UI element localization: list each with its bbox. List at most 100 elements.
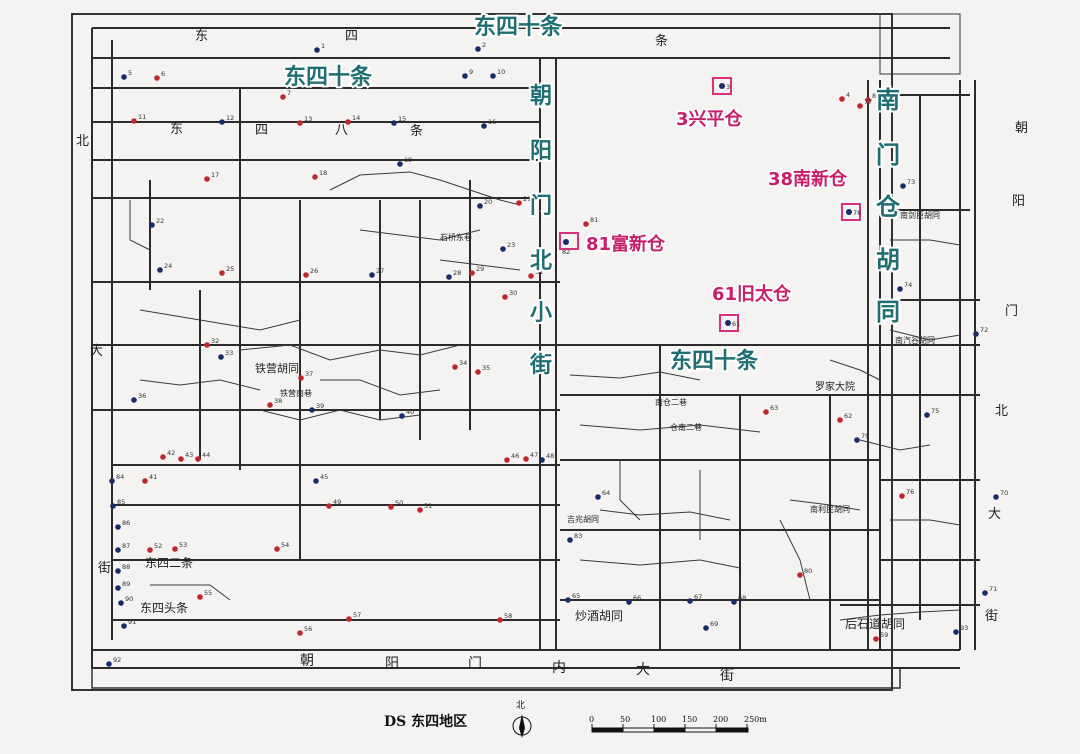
blue-poi-36[interactable]: 36 bbox=[131, 392, 146, 403]
red-poi-32[interactable]: 32 bbox=[204, 337, 219, 348]
blue-poi-83[interactable]: 83 bbox=[567, 532, 582, 543]
blue-poi-89[interactable]: 89 bbox=[115, 580, 130, 591]
blue-poi-75[interactable]: 75 bbox=[924, 407, 939, 418]
blue-poi-15[interactable]: 15 bbox=[391, 115, 406, 126]
red-poi-14[interactable]: 14 bbox=[345, 114, 360, 125]
blue-poi-23[interactable]: 23 bbox=[500, 241, 515, 252]
red-poi-8[interactable]: 8 bbox=[865, 92, 876, 103]
red-poi-7[interactable]: 7 bbox=[280, 89, 291, 100]
blue-poi-9[interactable]: 9 bbox=[462, 68, 473, 79]
blue-poi-24[interactable]: 24 bbox=[157, 262, 172, 273]
blue-poi-87[interactable]: 87 bbox=[115, 542, 130, 553]
blue-poi-1[interactable]: 1 bbox=[314, 42, 325, 53]
red-poi-11[interactable]: 11 bbox=[131, 113, 146, 124]
blue-poi-19[interactable]: 19 bbox=[397, 156, 412, 167]
red-dot bbox=[865, 97, 871, 103]
red-poi-59[interactable]: 59 bbox=[873, 631, 888, 642]
poi-number: 90 bbox=[125, 595, 133, 603]
red-poi-57[interactable]: 57 bbox=[346, 611, 361, 622]
red-poi-21[interactable]: 21 bbox=[516, 195, 531, 206]
blue-poi-40[interactable]: 40 bbox=[399, 408, 414, 419]
blue-poi-84[interactable]: 84 bbox=[109, 473, 124, 484]
red-poi-81[interactable]: 81 bbox=[583, 216, 598, 227]
red-poi-44[interactable]: 44 bbox=[195, 451, 210, 462]
red-poi-29[interactable]: 29 bbox=[469, 265, 484, 276]
blue-poi-27[interactable]: 27 bbox=[369, 267, 384, 278]
blue-poi-69[interactable]: 69 bbox=[703, 620, 718, 631]
blue-poi-92[interactable]: 92 bbox=[106, 656, 121, 667]
red-poi-60[interactable]: 60 bbox=[877, 312, 892, 323]
blue-poi-93[interactable]: 93 bbox=[953, 624, 968, 635]
red-poi-49[interactable]: 49 bbox=[326, 498, 341, 509]
red-poi-51[interactable]: 51 bbox=[417, 502, 432, 513]
blue-poi-64[interactable]: 64 bbox=[595, 489, 610, 500]
blue-poi-16[interactable]: 16 bbox=[481, 118, 496, 129]
red-poi-50[interactable]: 50 bbox=[388, 499, 403, 510]
blue-poi-73[interactable]: 73 bbox=[900, 178, 915, 189]
red-poi-25[interactable]: 25 bbox=[219, 265, 234, 276]
red-poi-54[interactable]: 54 bbox=[274, 541, 289, 552]
granary-marker-fuxin[interactable]: 82 bbox=[559, 232, 579, 256]
blue-poi-28[interactable]: 28 bbox=[446, 269, 461, 280]
blue-poi-12[interactable]: 12 bbox=[219, 114, 234, 125]
red-poi-26[interactable]: 26 bbox=[303, 267, 318, 278]
granary-marker-nanxin[interactable]: 78 bbox=[841, 203, 861, 221]
red-poi-46[interactable]: 46 bbox=[504, 452, 519, 463]
blue-poi-68[interactable]: 68 bbox=[731, 594, 746, 605]
red-dot bbox=[475, 369, 481, 375]
red-poi-55[interactable]: 55 bbox=[197, 589, 212, 600]
red-poi-6[interactable]: 6 bbox=[154, 70, 165, 81]
blue-poi-85[interactable]: 85 bbox=[110, 498, 125, 509]
red-poi-18[interactable]: 18 bbox=[312, 169, 327, 180]
blue-poi-10[interactable]: 10 bbox=[490, 68, 505, 79]
red-poi-38[interactable]: 38 bbox=[267, 397, 282, 408]
blue-poi-90[interactable]: 90 bbox=[118, 595, 133, 606]
blue-poi-39[interactable]: 39 bbox=[309, 402, 324, 413]
red-poi-77[interactable]: 77 bbox=[857, 98, 872, 109]
blue-poi-74[interactable]: 74 bbox=[897, 281, 912, 292]
red-poi-43[interactable]: 43 bbox=[178, 451, 193, 462]
granary-marker-jiutai[interactable]: 61 bbox=[719, 314, 740, 332]
blue-poi-66[interactable]: 66 bbox=[626, 594, 641, 605]
blue-poi-70[interactable]: 70 bbox=[993, 489, 1008, 500]
red-poi-37[interactable]: 37 bbox=[298, 370, 313, 381]
blue-poi-2[interactable]: 2 bbox=[475, 41, 486, 52]
red-poi-35[interactable]: 35 bbox=[475, 364, 490, 375]
red-poi-4[interactable]: 4 bbox=[839, 91, 850, 102]
scale-tick-label: 0 bbox=[589, 715, 594, 724]
red-poi-53[interactable]: 53 bbox=[172, 541, 187, 552]
red-poi-47[interactable]: 47 bbox=[523, 451, 538, 462]
red-poi-30[interactable]: 30 bbox=[502, 289, 517, 300]
blue-poi-79[interactable]: 79 bbox=[854, 432, 869, 443]
blue-poi-22[interactable]: 22 bbox=[149, 217, 164, 228]
red-poi-63[interactable]: 63 bbox=[763, 404, 778, 415]
red-poi-62[interactable]: 62 bbox=[837, 412, 852, 423]
blue-poi-20[interactable]: 20 bbox=[477, 198, 492, 209]
red-poi-56[interactable]: 56 bbox=[297, 625, 312, 636]
red-poi-80[interactable]: 80 bbox=[797, 567, 812, 578]
red-poi-76[interactable]: 76 bbox=[899, 488, 914, 499]
red-poi-58[interactable]: 58 bbox=[497, 612, 512, 623]
blue-poi-45[interactable]: 45 bbox=[313, 473, 328, 484]
red-poi-52[interactable]: 52 bbox=[147, 542, 162, 553]
blue-poi-88[interactable]: 88 bbox=[115, 563, 130, 574]
red-poi-17[interactable]: 17 bbox=[204, 171, 219, 182]
blue-poi-72[interactable]: 72 bbox=[973, 326, 988, 337]
blue-poi-91[interactable]: 91 bbox=[121, 618, 136, 629]
blue-poi-5[interactable]: 5 bbox=[121, 69, 132, 80]
red-dot bbox=[312, 174, 318, 180]
blue-poi-71[interactable]: 71 bbox=[982, 585, 997, 596]
red-poi-42[interactable]: 42 bbox=[160, 449, 175, 460]
red-poi-41[interactable]: 41 bbox=[142, 473, 157, 484]
scale-tick-label: 150 bbox=[682, 715, 697, 724]
blue-poi-48[interactable]: 48 bbox=[539, 452, 554, 463]
red-poi-31[interactable]: 31 bbox=[528, 268, 543, 279]
blue-poi-33[interactable]: 33 bbox=[218, 349, 233, 360]
blue-poi-86[interactable]: 86 bbox=[115, 519, 130, 530]
red-poi-34[interactable]: 34 bbox=[452, 359, 467, 370]
red-poi-13[interactable]: 13 bbox=[297, 115, 312, 126]
blue-poi-65[interactable]: 65 bbox=[565, 592, 580, 603]
granary-marker-xingping[interactable]: 3 bbox=[712, 77, 732, 95]
blue-poi-67[interactable]: 67 bbox=[687, 593, 702, 604]
